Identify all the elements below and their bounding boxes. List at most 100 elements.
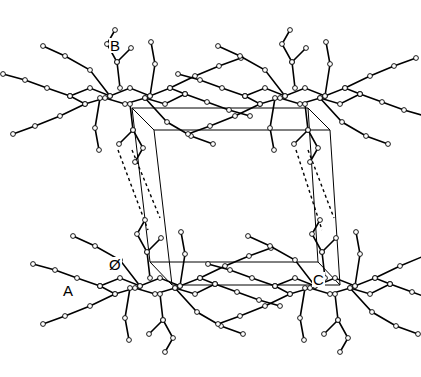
atom [250, 276, 255, 281]
atom [148, 276, 153, 281]
bond [350, 288, 418, 334]
atom [168, 86, 173, 91]
atom [283, 94, 288, 99]
atom [243, 94, 248, 99]
atom [103, 96, 108, 101]
atom [23, 78, 28, 83]
bond [200, 248, 271, 278]
atom [129, 46, 134, 51]
atom [293, 86, 298, 91]
atom [247, 254, 252, 259]
atom [246, 234, 251, 239]
atom [380, 100, 385, 105]
atom [402, 108, 407, 113]
atom [318, 96, 323, 101]
atom [306, 128, 311, 133]
bond [149, 320, 163, 334]
atom [308, 160, 313, 165]
atom [333, 276, 338, 281]
atom [123, 316, 128, 321]
atom [205, 100, 210, 105]
atom [98, 96, 103, 101]
axis-label: A [62, 283, 74, 298]
atom [268, 244, 273, 249]
atom [348, 286, 353, 291]
atom [58, 114, 63, 119]
bond [282, 30, 295, 88]
atom [273, 96, 278, 101]
bond [355, 232, 360, 286]
atom [193, 292, 198, 297]
bond [125, 288, 130, 340]
atom [364, 134, 369, 139]
atom [68, 94, 73, 99]
atom [98, 284, 103, 289]
atom [323, 94, 328, 99]
atom [163, 102, 168, 107]
atom [71, 234, 76, 239]
atom [198, 78, 203, 83]
atom [97, 148, 102, 153]
atom [213, 282, 218, 287]
atom [108, 94, 113, 99]
bond [175, 288, 243, 334]
atom [213, 282, 218, 287]
bond [160, 294, 173, 352]
atom [145, 250, 150, 255]
atom [93, 244, 98, 249]
bond [322, 238, 336, 252]
atom [163, 350, 168, 355]
atom [33, 124, 38, 129]
atom [290, 60, 295, 65]
atom [334, 236, 339, 241]
atom [220, 86, 225, 91]
atom [358, 92, 363, 97]
atom [128, 286, 133, 291]
atom [45, 86, 50, 91]
atom [414, 56, 419, 61]
atom [118, 86, 123, 91]
atom [88, 86, 93, 91]
bond [335, 294, 348, 352]
atom [322, 332, 327, 337]
atom [211, 142, 216, 147]
atom [148, 94, 153, 99]
atom [272, 148, 277, 153]
atom [183, 252, 188, 257]
atom [161, 318, 166, 323]
atom [348, 286, 353, 291]
atom [243, 94, 248, 99]
atom [358, 92, 363, 97]
atom [131, 128, 136, 133]
axis-label: C [312, 272, 325, 287]
bond [130, 104, 143, 162]
atom [93, 126, 98, 131]
atom [183, 92, 188, 97]
atom [263, 86, 268, 91]
atom [263, 68, 268, 73]
molecule [31, 218, 283, 355]
atom [273, 284, 278, 289]
atom [280, 42, 285, 47]
atom [98, 284, 103, 289]
bond [150, 42, 155, 96]
atom [268, 126, 273, 131]
bond [145, 98, 213, 144]
atom [128, 86, 133, 91]
atom [168, 86, 173, 91]
axis-label: Ø [108, 257, 122, 272]
atom [179, 230, 184, 235]
atom [68, 94, 73, 99]
axis-label: B [109, 38, 121, 53]
atom [243, 94, 248, 99]
atom [257, 298, 262, 303]
atom [127, 338, 132, 343]
atom [273, 284, 278, 289]
atom [290, 60, 295, 65]
atom [113, 292, 118, 297]
atom [147, 332, 152, 337]
bond [95, 98, 100, 150]
atom [83, 102, 88, 107]
molecule [1, 28, 253, 165]
atom [288, 292, 293, 297]
